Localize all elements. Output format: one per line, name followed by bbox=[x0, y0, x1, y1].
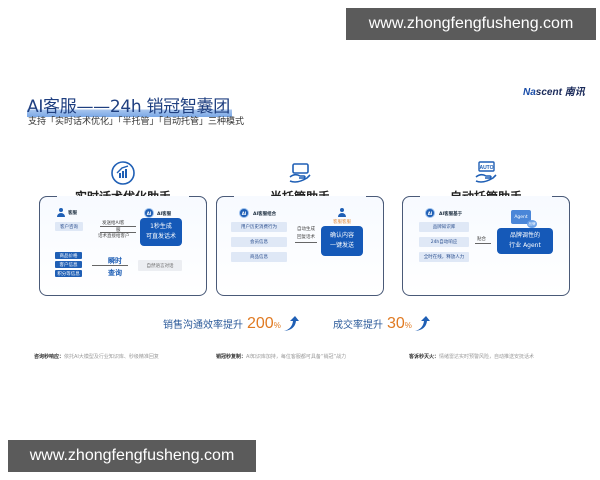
agent-tag: Agent bbox=[511, 210, 531, 224]
card-body: AI AI客服组合 用户历史消费行为 会员信息 商品信息 自动生成 回复话术 客… bbox=[216, 196, 384, 296]
capability-item: 24h自动响应 bbox=[419, 237, 469, 247]
ai-service-icon: AI bbox=[144, 208, 154, 218]
query-label-1: 瞬时 bbox=[108, 257, 122, 265]
metric-efficiency: 销售沟通效率提升 200 % bbox=[163, 315, 300, 333]
metric-value: 200 bbox=[247, 315, 274, 332]
arrow-label: 贴合 bbox=[477, 237, 486, 242]
note-head: 咨询秒响应： bbox=[34, 354, 65, 360]
capability-item: 全时在线，释放人力 bbox=[419, 252, 469, 262]
customer-talk-chip: 客户咨询 bbox=[55, 222, 83, 231]
arrow-top-label: 自动生成 bbox=[297, 227, 315, 232]
card-corner bbox=[216, 196, 234, 206]
query-item: 客户信息 bbox=[55, 261, 82, 268]
metric-value: 30 bbox=[387, 315, 405, 332]
ai-service-icon: AI bbox=[239, 208, 249, 218]
arrow-right bbox=[100, 226, 136, 227]
agent-label: 客服 bbox=[68, 211, 77, 216]
logo-rest: scent bbox=[535, 87, 562, 98]
card-corner bbox=[189, 196, 207, 206]
note-head: 销冠秒复制： bbox=[216, 354, 247, 360]
result-line-2: 行业 Agent bbox=[509, 242, 541, 249]
nascent-logo: Nascent 南讯 bbox=[523, 83, 585, 98]
nl-chat-chip: 自然语言对话 bbox=[138, 260, 182, 271]
card-semi-managed: 半托管助手 AI AI客服组合 用户历史消费行为 会员信息 商品信息 自动生成 … bbox=[212, 150, 388, 300]
watermark-top: www.zhongfengfusheng.com bbox=[346, 8, 596, 40]
note-body: AI知识库加持，每位客服都可具备“销冠”战力 bbox=[246, 354, 347, 360]
result-box: 确认内容 一键发送 bbox=[321, 226, 363, 256]
data-item: 商品信息 bbox=[231, 252, 287, 262]
arrow-bottom-label: 回复话术 bbox=[297, 235, 315, 240]
metric-conversion: 成交率提升 30 % bbox=[333, 315, 431, 333]
ai-label: AI客服基于 bbox=[439, 212, 463, 217]
note-body: 依托AI大模型及行业知识库、秒级精准回复 bbox=[64, 354, 159, 360]
result-line-1: 1秒生成 bbox=[150, 223, 172, 231]
metric-unit: % bbox=[404, 321, 412, 330]
data-item: 用户历史消费行为 bbox=[231, 222, 287, 232]
card-body: AI AI客服基于 品牌知识库 24h自动响应 全时在线，释放人力 贴合 Age… bbox=[402, 196, 570, 296]
auto-hand-icon: AUTO bbox=[475, 161, 497, 183]
arrow-bottom-label: 话术直接给客户 bbox=[98, 234, 130, 239]
result-line-2: 一键发送 bbox=[329, 242, 354, 249]
card-corner bbox=[39, 196, 57, 206]
arrow-left bbox=[100, 232, 136, 233]
result-line-2: 可直发话术 bbox=[145, 233, 176, 240]
card-realtime-optimizer: 实时话术优化助手 客服 客户咨询 发送给AI客 服 话术直接给客户 AI AI客… bbox=[35, 150, 211, 300]
note-head: 客诉秒灭火： bbox=[409, 354, 440, 360]
agent-icon bbox=[57, 208, 65, 217]
result-line-1: 品牌调性的 bbox=[509, 232, 540, 240]
page-title: AI客服——24h 销冠智囊团 bbox=[27, 92, 232, 117]
chart-growth-icon bbox=[111, 161, 135, 185]
card-corner bbox=[552, 196, 570, 206]
card-corner bbox=[402, 196, 420, 206]
arrow-right bbox=[295, 242, 317, 243]
query-item: 商品价格 bbox=[55, 252, 82, 259]
page-subtitle: 支持「实时话术优化」「半托管」「自动托管」三种模式 bbox=[28, 117, 245, 127]
card-body: 客服 客户咨询 发送给AI客 服 话术直接给客户 AI AI客服 1秒生成 可直… bbox=[39, 196, 207, 296]
ai-label: AI客服 bbox=[157, 212, 172, 217]
result-box: 1秒生成 可直发话术 bbox=[140, 218, 182, 246]
note-complaint-handling: 客诉秒灭火：情绪雷达实时预警风险，自动推送安抚话术 bbox=[409, 353, 534, 360]
agent-sub-tag: 品牌 bbox=[527, 220, 537, 228]
agent-label: 客服客服 bbox=[333, 220, 351, 225]
note-top-seller-copy: 销冠秒复制：AI知识库加持，每位客服都可具备“销冠”战力 bbox=[216, 353, 346, 360]
arrow-top-label: 发送给AI客 bbox=[102, 221, 125, 226]
result-box: 品牌调性的 行业 Agent bbox=[497, 228, 553, 254]
query-label-2: 查询 bbox=[108, 269, 122, 277]
agent-icon bbox=[338, 208, 346, 217]
ai-label: AI客服组合 bbox=[253, 212, 277, 217]
ai-service-icon: AI bbox=[425, 208, 435, 218]
trend-up-icon bbox=[414, 316, 430, 331]
trend-up-icon bbox=[283, 316, 299, 331]
result-line-1: 确认内容 bbox=[329, 232, 354, 240]
logo-cn: 南讯 bbox=[564, 87, 585, 98]
query-arrow bbox=[92, 265, 128, 266]
note-body: 情绪雷达实时预警风险，自动推送安抚话术 bbox=[439, 354, 535, 360]
card-auto-managed: AUTO 自动托管助手 AI AI客服基于 品牌知识库 24h自动响应 全时在线… bbox=[398, 150, 574, 300]
note-instant-response: 咨询秒响应：依托AI大模型及行业知识库、秒级精准回复 bbox=[34, 353, 159, 360]
metric-label: 成交率提升 bbox=[333, 320, 383, 331]
query-item: 积分等信息 bbox=[55, 270, 82, 277]
watermark-bottom: www.zhongfengfusheng.com bbox=[8, 440, 256, 472]
capability-item: 品牌知识库 bbox=[419, 222, 469, 232]
card-corner bbox=[366, 196, 384, 206]
hand-card-icon bbox=[289, 163, 311, 183]
metric-label: 销售沟通效率提升 bbox=[163, 320, 243, 331]
metric-unit: % bbox=[273, 321, 281, 330]
data-item: 会员信息 bbox=[231, 237, 287, 247]
arrow-right bbox=[475, 243, 491, 244]
arrow-mid-label: 服 bbox=[116, 228, 121, 233]
svg-text:AUTO: AUTO bbox=[479, 165, 493, 171]
logo-prefix: Na bbox=[523, 87, 536, 98]
